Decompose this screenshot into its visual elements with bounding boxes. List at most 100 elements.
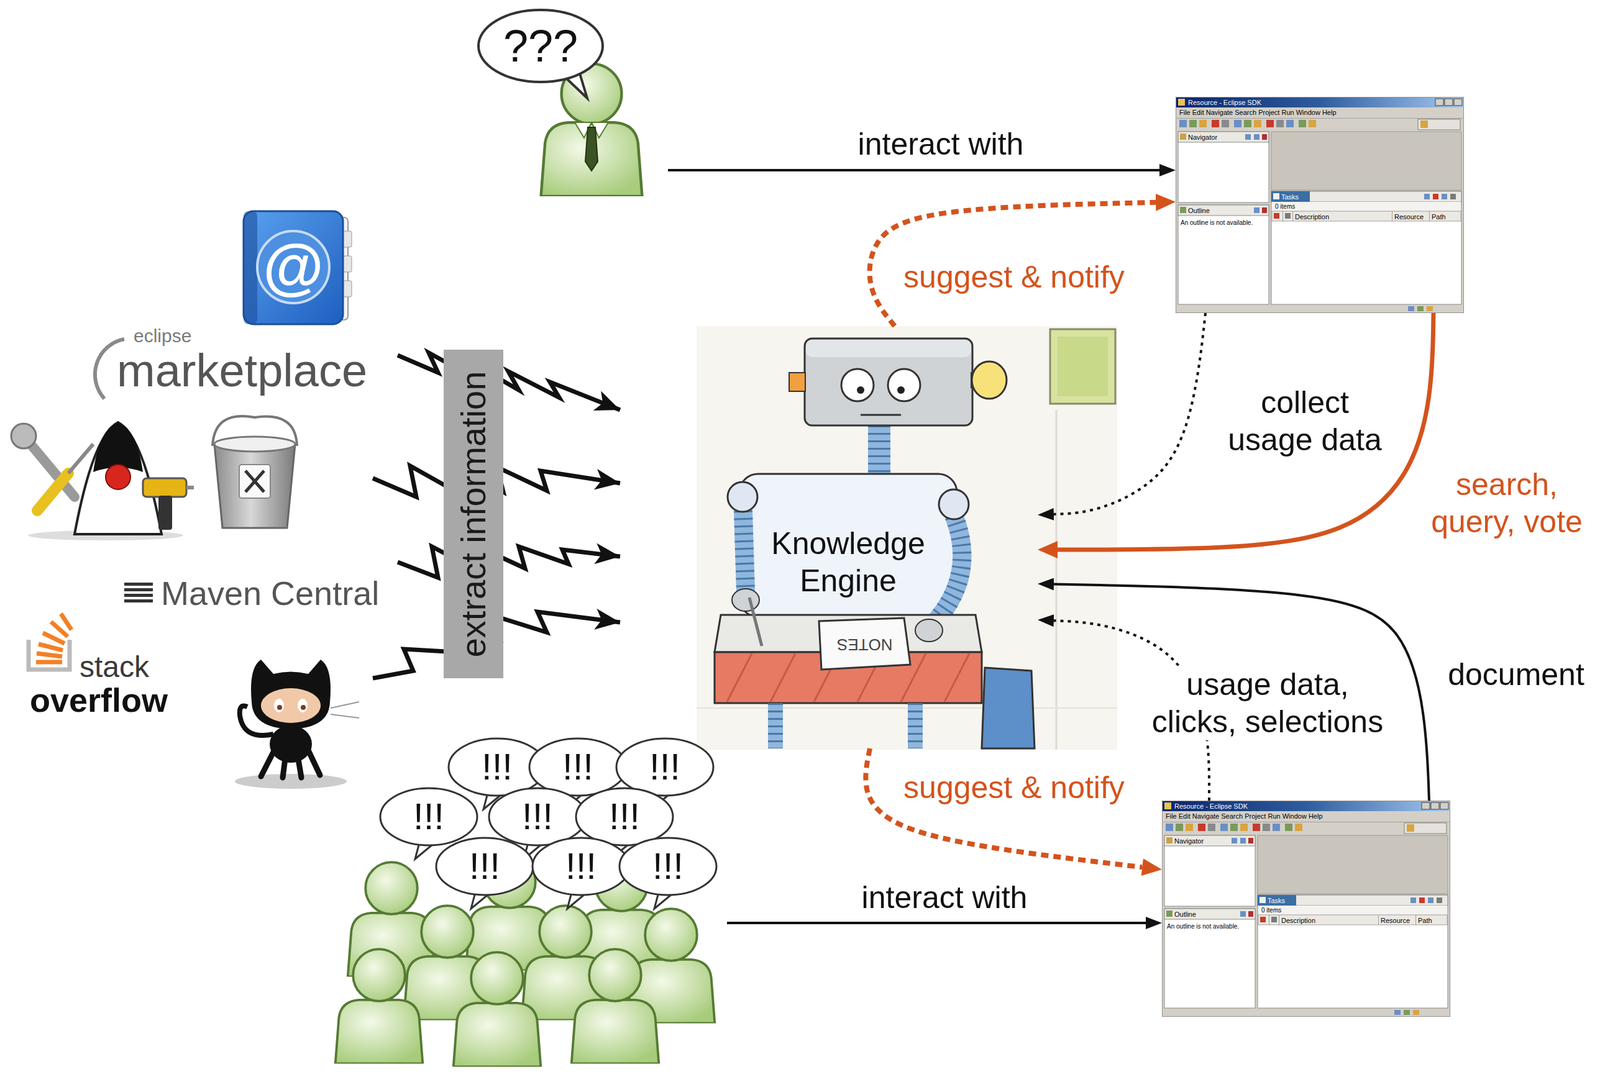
duke-mascot [158,495,173,531]
ide-part [1266,119,1274,128]
speech-bubble [489,788,586,846]
user-figure [541,64,643,197]
ide-part [1271,917,1277,923]
logo-glyph: @ [262,234,324,298]
stackoverflow-icon [36,613,72,663]
duke-mascot [186,485,194,490]
ide-part [1178,98,1185,106]
speech-bubble [616,738,714,796]
user-crowd: !!!!!!!!!!!!!!!!!!!!!!!!!!! [335,736,727,1074]
ide-part [1271,191,1462,202]
address-book-icon [342,231,352,248]
ide-text: Outline [1174,910,1197,919]
speech-text: !!! [652,848,684,886]
ide-part [1245,134,1251,140]
ide-part [1176,97,1464,108]
robot-illustration [938,489,969,520]
ide-part [1417,119,1461,130]
ide-part [1294,823,1303,832]
ide-part [1166,837,1173,844]
ide-part [1240,911,1246,918]
maven-icon [124,594,153,598]
edge-label: document [1444,656,1589,694]
speech-bubble [576,788,673,846]
ide-part [1378,915,1379,926]
robot-illustration [696,326,1118,750]
ide-part [1164,835,1256,847]
ide-part [1444,98,1453,106]
ide-text: Path [1431,213,1446,222]
extract-arrows [397,352,621,411]
user-figure: ??? [472,8,668,202]
ide-part [1178,131,1269,203]
ide-part [1427,897,1434,904]
connector-arrow [667,169,1160,172]
ide-part [1273,213,1280,219]
ide-text: Tasks [1267,897,1285,906]
robot-illustration [928,515,962,629]
ide-part [1308,119,1317,128]
robot-illustration [897,386,905,394]
logo-text: stack [79,652,150,683]
ide-part [1253,207,1260,214]
robot-illustration [818,618,911,670]
duke-mascot [37,473,69,511]
logo-text: marketplace [116,347,368,394]
ide-part [1286,119,1294,128]
ide-text: An outline is not available. [1166,923,1253,931]
github-octocat [234,659,360,790]
ide-part [1197,823,1206,832]
ide-part [1221,119,1230,128]
knowledge-engine: Knowledge Engine [696,326,1038,749]
ide-text: Description [1281,917,1316,926]
ide-part [1252,823,1261,832]
duke-mascot [11,422,194,541]
robot-illustration [726,653,752,703]
logo-text: overflow [29,683,168,718]
ide-part [1408,306,1415,312]
duke-mascot [142,478,187,498]
ide-part [1248,911,1254,918]
user-crowd [453,952,542,1067]
speech-bubble [478,9,603,99]
bucket-icon [214,444,296,529]
ide-part [1268,915,1270,926]
stackoverflow-icon [38,644,63,651]
user-crowd [335,949,424,1064]
ide-text: Resource - Eclipse SDK [1188,98,1262,107]
ide-part [1179,206,1187,214]
ide-part [1175,823,1184,832]
robot-illustration [749,597,762,647]
ide-part [1175,96,1464,314]
duke-mascot [11,423,37,449]
ide-part [1271,191,1310,202]
ide-part [1415,915,1417,926]
ide-part [1178,131,1269,143]
github-octocat [260,688,321,724]
ide-text: An outline is not available. [1180,219,1267,227]
connector-arrow [1053,584,1430,801]
extract-arrows [397,545,621,578]
ide-text: 0 items [1275,203,1295,211]
ide-part [1260,917,1266,923]
ide-text: Outline [1188,206,1210,215]
ide-text: 0 items [1261,907,1282,915]
band-label: extract information [456,370,491,658]
speech-text: ??? [503,23,578,69]
github-octocat [234,774,347,790]
github-octocat [297,699,308,713]
ide-part [1271,131,1462,191]
robot-illustration [971,361,1007,399]
ide-part [1284,823,1293,832]
robot-illustration [841,369,874,402]
robot-illustration [1057,336,1108,397]
ide-part [1243,119,1252,128]
ide-part [1164,909,1256,920]
ide-text: Description [1294,213,1330,222]
ide-window: Resource - Eclipse SDKFile Edit Navigate… [1161,800,1451,1018]
logo-text: Maven Central [160,576,380,611]
connector-arrow [726,922,1146,925]
robot-illustration [770,653,796,703]
ide-part [1166,910,1173,918]
